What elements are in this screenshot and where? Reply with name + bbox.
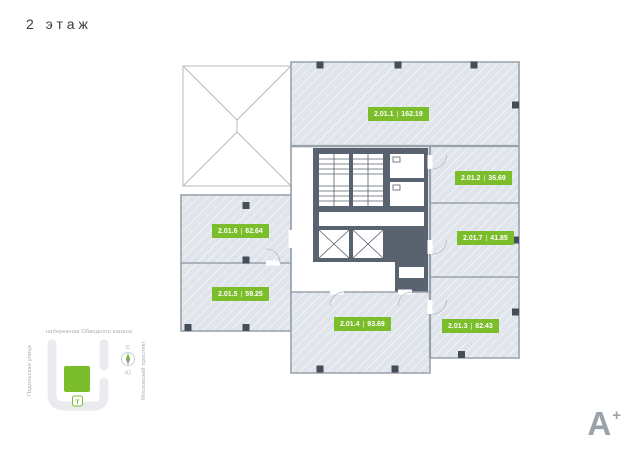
location-marker: [64, 366, 90, 392]
street-label-embankment: набережная Обводного канала: [46, 329, 133, 335]
unit-id: 2.01.3: [448, 322, 468, 330]
unit-separator: |: [483, 174, 486, 182]
unit-separator: |: [240, 290, 243, 298]
unit-id: 2.01.7: [463, 234, 483, 242]
street-label-right: Московский проспект: [140, 340, 147, 400]
unit-label-2-01-5[interactable]: 2.01.5|59.25: [212, 287, 269, 301]
elevators: [318, 229, 384, 259]
unit-area: 41.85: [490, 234, 508, 242]
unit-area: 93.69: [367, 320, 385, 328]
unit-label-2-01-6[interactable]: 2.01.6|62.64: [212, 224, 269, 238]
unit-area: 162.19: [401, 110, 423, 118]
unit-area: 36.69: [488, 174, 506, 182]
tram-stop-letter: Т: [76, 399, 80, 406]
brand-logo: A+: [587, 407, 621, 440]
unit-area: 62.64: [245, 227, 263, 235]
minimap: Т набережная Обводного канала Подольская…: [27, 329, 147, 411]
compass-north-label: С: [126, 345, 130, 351]
brand-logo-letter: A: [587, 405, 612, 442]
unit-id: 2.01.2: [461, 174, 481, 182]
brand-logo-plus: +: [612, 407, 621, 424]
unit-id: 2.01.6: [218, 227, 238, 235]
unit-separator: |: [396, 110, 399, 118]
street-label-left: Подольская улица: [27, 344, 33, 396]
compass: С Ю: [121, 345, 135, 377]
unit-label-2-01-3[interactable]: 2.01.3|82.43: [442, 319, 499, 333]
unit-separator: |: [485, 234, 488, 242]
unit-area: 82.43: [475, 322, 493, 330]
doors: [265, 154, 447, 315]
columns: [184, 61, 519, 373]
unit-label-2-01-2[interactable]: 2.01.2|36.69: [455, 171, 512, 185]
unit-label-2-01-7[interactable]: 2.01.7|41.85: [457, 231, 514, 245]
page-title: 2 этаж: [26, 16, 92, 32]
stairs: [319, 154, 383, 206]
tram-stop-badge: Т: [72, 395, 83, 407]
roof-outline: [182, 65, 292, 187]
unit-area: 59.25: [245, 290, 263, 298]
unit-separator: |: [240, 227, 243, 235]
unit-label-2-01-1[interactable]: 2.01.1|162.19: [368, 107, 429, 121]
compass-needle-south: [125, 359, 131, 365]
unit-id: 2.01.5: [218, 290, 238, 298]
unit-label-2-01-4[interactable]: 2.01.4|93.69: [334, 317, 391, 331]
unit-separator: |: [470, 322, 473, 330]
unit-id: 2.01.1: [374, 110, 394, 118]
compass-needle-north: [125, 353, 131, 359]
building-core: [313, 148, 428, 292]
unit-id: 2.01.4: [340, 320, 360, 328]
core-service-rooms: [319, 154, 424, 278]
unit-separator: |: [362, 320, 365, 328]
compass-south-label: Ю: [125, 371, 131, 377]
